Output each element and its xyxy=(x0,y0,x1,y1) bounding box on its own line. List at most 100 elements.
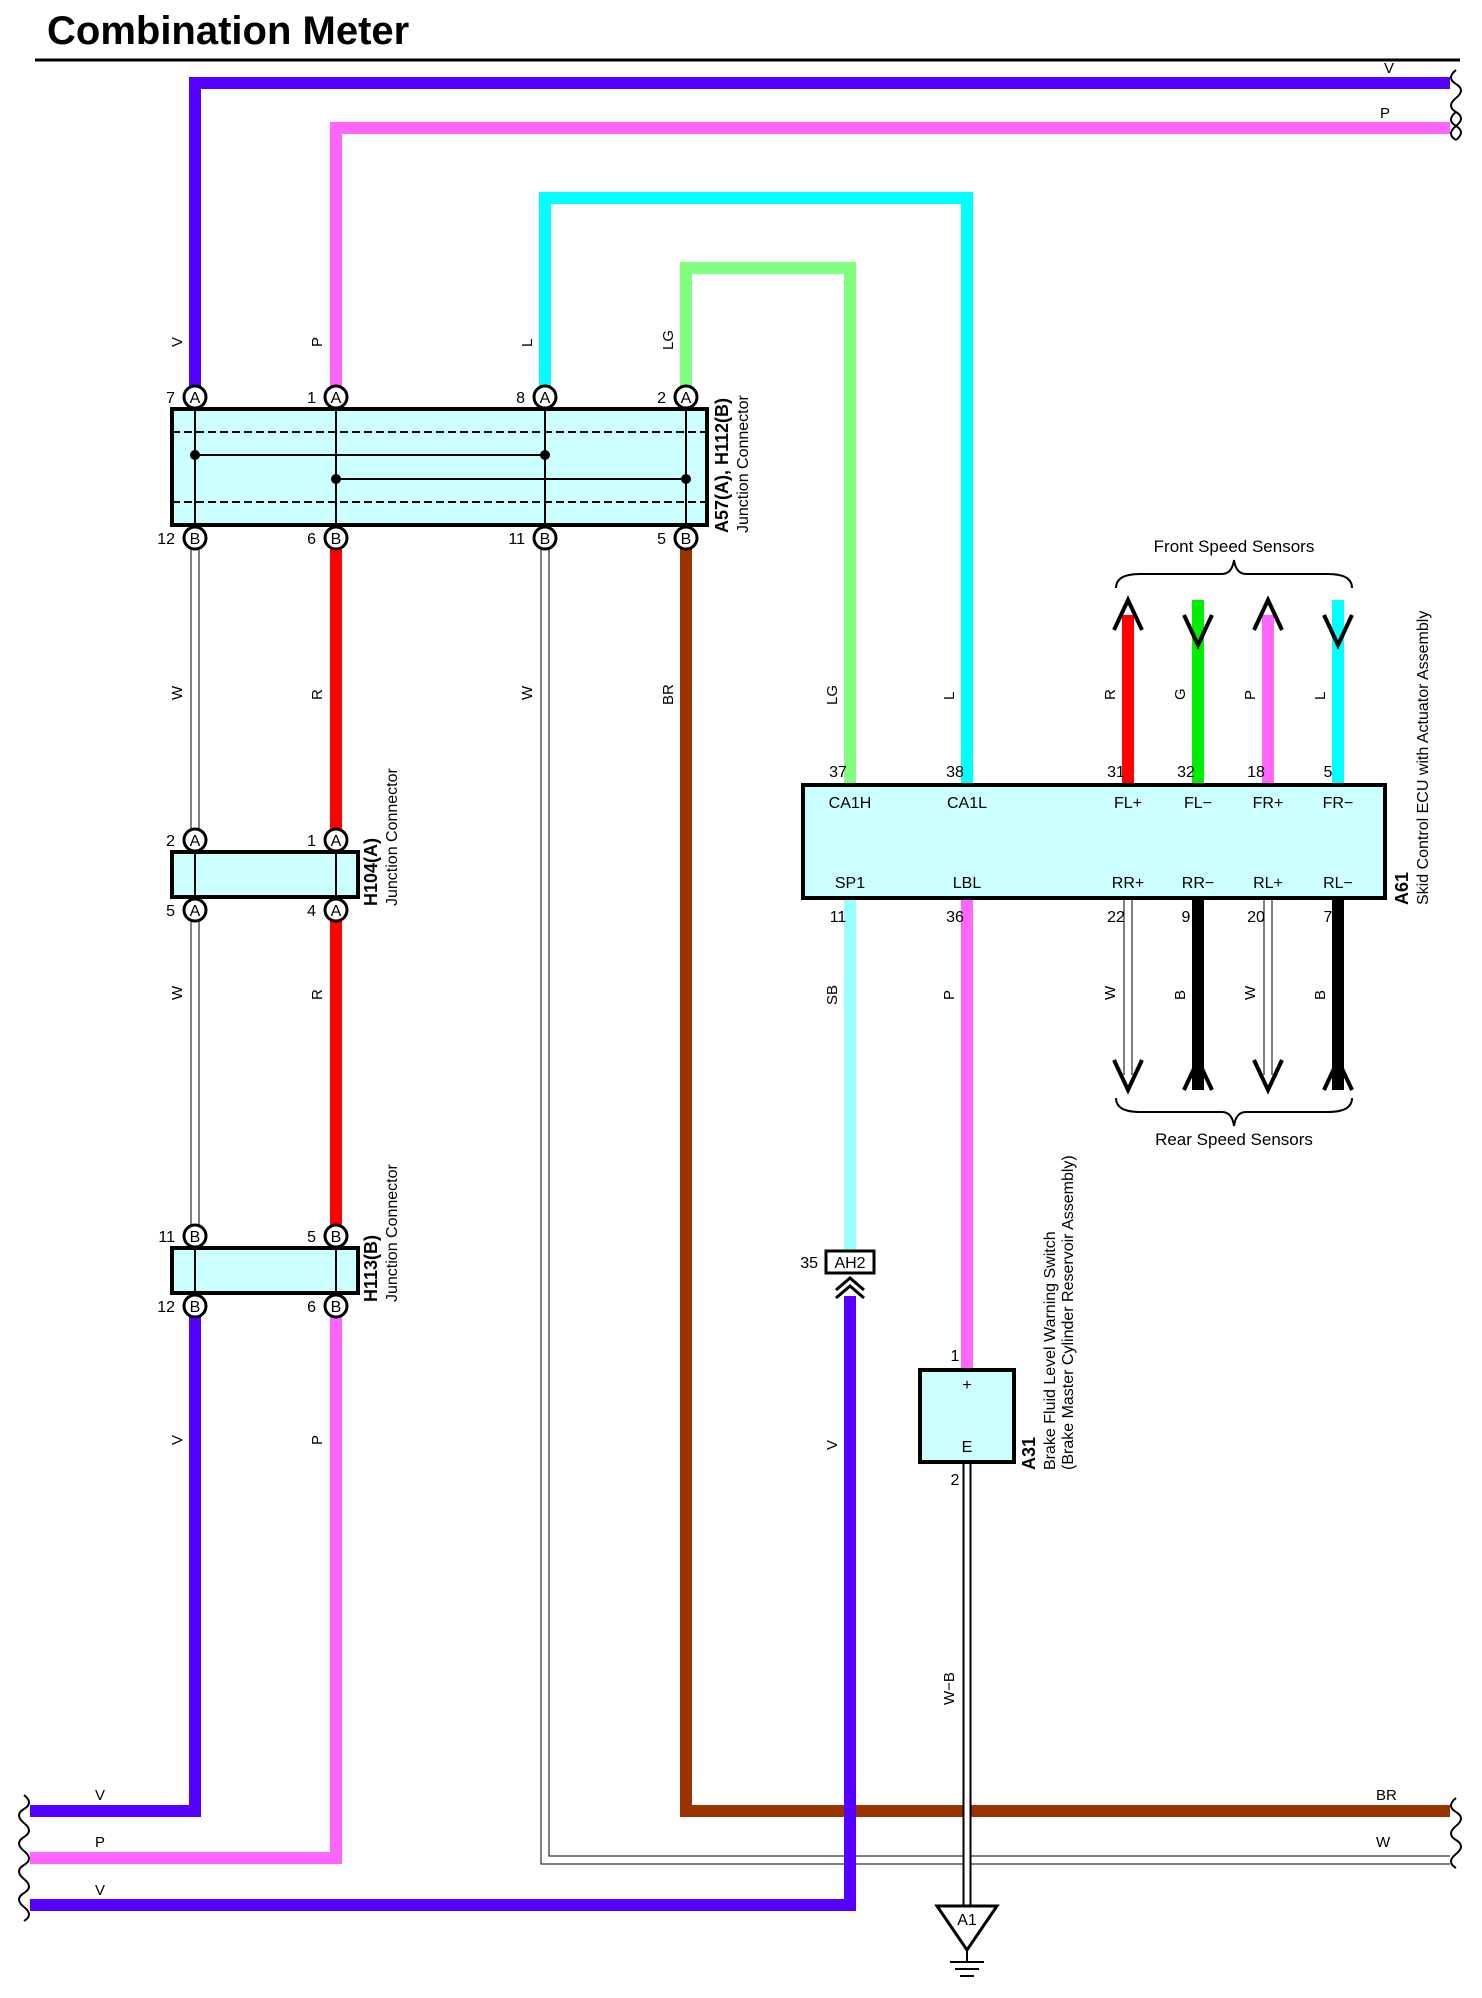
ah2-label: AH2 xyxy=(834,1255,865,1272)
svg-text:A: A xyxy=(331,903,342,920)
pin-number: 12 xyxy=(157,1299,175,1316)
pin-badge: B xyxy=(182,1223,208,1249)
switch-desc-2: (Brake Master Cylinder Reservoir Assembl… xyxy=(1060,1155,1077,1470)
svg-text:A: A xyxy=(190,390,201,407)
pin-badge: A xyxy=(182,897,208,923)
ground-triangle xyxy=(934,1904,1000,1953)
pin-number: 5 xyxy=(1324,764,1333,781)
pin-badge: A xyxy=(323,384,349,410)
pin-number: 5 xyxy=(307,1229,316,1246)
pin-number: 4 xyxy=(307,903,316,920)
svg-text:B: B xyxy=(540,531,551,548)
wire-label-low-p: P xyxy=(309,1435,326,1445)
pin-number: 32 xyxy=(1177,764,1195,781)
svg-text:A: A xyxy=(540,390,551,407)
chevron-up-icon xyxy=(835,1276,865,1300)
wire-top-p xyxy=(330,122,1450,400)
svg-text:B: B xyxy=(190,1299,201,1316)
brake-fluid-switch-a31: + E 1 2 A31 Brake Fluid Level Warning Sw… xyxy=(918,1155,1077,1705)
pin-badge: B xyxy=(182,525,208,551)
pin-number: 12 xyxy=(157,531,175,548)
svg-text:B: B xyxy=(331,531,342,548)
svg-text:B: B xyxy=(331,1229,342,1246)
connector-h104: A A A A 2 1 5 4 H104(A) Junction Connect… xyxy=(166,767,401,923)
pin-number: 5 xyxy=(166,903,175,920)
connector-h113-id: H113(B) xyxy=(361,1235,381,1302)
switch-id: A31 xyxy=(1019,1437,1039,1470)
svg-text:W: W xyxy=(1242,985,1259,1000)
front-sensors-label: Front Speed Sensors xyxy=(1154,537,1315,556)
wire-v-ah2 xyxy=(30,1296,856,1911)
pin-number: 8 xyxy=(516,390,525,407)
terminal-name: FL+ xyxy=(1114,795,1142,812)
connector-h104-desc: Junction Connector xyxy=(384,767,401,906)
wire-label-a2: LG xyxy=(660,330,677,350)
ecu-a61: 37 38 31 32 18 5 CA1H CA1L FL+ FL− FR+ F… xyxy=(801,611,1432,926)
terminal-name: RR+ xyxy=(1112,875,1144,892)
pin-number: 31 xyxy=(1107,764,1125,781)
pin-number: 11 xyxy=(158,1229,175,1246)
connector-a57-body xyxy=(170,407,709,527)
wire-l-loop xyxy=(539,192,973,785)
front-sensors-brace xyxy=(1115,559,1353,589)
pin-number: 22 xyxy=(1107,909,1125,926)
terminal-name: FL− xyxy=(1184,795,1212,812)
svg-text:B: B xyxy=(1312,990,1329,1000)
pin-badge: B xyxy=(182,1293,208,1319)
svg-text:A: A xyxy=(190,833,201,850)
svg-text:L: L xyxy=(941,692,958,700)
svg-text:P: P xyxy=(1242,690,1259,700)
pin-badge: B xyxy=(323,525,349,551)
pin-badge: A xyxy=(323,827,349,853)
wire-label-r2: R xyxy=(309,989,326,1000)
svg-text:L: L xyxy=(1312,692,1329,700)
pin-number: 7 xyxy=(1324,909,1333,926)
pin-badge: B xyxy=(673,525,699,551)
arrow-up-icon xyxy=(1112,595,1144,631)
wire-label-w1: W xyxy=(169,685,186,700)
terminal-name: SP1 xyxy=(835,875,865,892)
svg-text:SB: SB xyxy=(824,985,841,1005)
wire-label-bottom-p: P xyxy=(95,1834,105,1851)
arrow-down-icon xyxy=(1322,614,1354,650)
svg-text:G: G xyxy=(1172,688,1189,700)
svg-text:B: B xyxy=(190,531,201,548)
connector-h113-desc: Junction Connector xyxy=(384,1163,401,1302)
arrow-down-icon xyxy=(1182,614,1214,650)
pin-number: 11 xyxy=(830,909,847,926)
wire-label-w3: W xyxy=(169,985,186,1000)
arrow-up-icon xyxy=(1322,1055,1354,1091)
wire-top-v xyxy=(189,77,1450,400)
connector-h113: B B B B 11 5 12 6 H113(B) Junction Conne… xyxy=(157,1163,401,1319)
pin-badge: A xyxy=(182,384,208,410)
connector-a57-id: A57(A), H112(B) xyxy=(712,398,732,533)
wire-p-low xyxy=(30,1308,342,1864)
switch-body xyxy=(918,1368,1016,1464)
pin-number: 1 xyxy=(307,390,316,407)
connector-h104-body xyxy=(170,850,360,899)
wire-label-ah2-v: V xyxy=(824,1440,841,1450)
wire-break-symbols xyxy=(18,69,1462,1922)
ecu-desc: Skid Control ECU with Actuator Assembly xyxy=(1415,611,1432,905)
terminal-name: RR− xyxy=(1182,875,1214,892)
svg-text:LG: LG xyxy=(824,685,841,705)
pin-number: 6 xyxy=(307,531,316,548)
svg-text:A: A xyxy=(190,903,201,920)
wire-label-a8: L xyxy=(519,339,536,347)
svg-text:B: B xyxy=(331,1299,342,1316)
pin-number: 38 xyxy=(946,764,964,781)
switch-desc-1: Brake Fluid Level Warning Switch xyxy=(1042,1231,1059,1470)
svg-text:R: R xyxy=(1102,689,1119,700)
wire-label-a7: V xyxy=(169,337,186,347)
wire-label-bottom-v1: V xyxy=(95,1787,105,1804)
ground-label: A1 xyxy=(957,1912,977,1929)
terminal-name: RL− xyxy=(1323,875,1353,892)
svg-text:W: W xyxy=(1102,985,1119,1000)
pin-badge: B xyxy=(532,525,558,551)
connector-a57-h112: A A A A B B B B 7 1 8 2 12 6 11 5 A57(A)… xyxy=(157,384,752,551)
wire-label-bottom-v2: V xyxy=(95,1882,105,1899)
ecu-body xyxy=(801,783,1387,900)
wire-label-a1: P xyxy=(309,337,326,347)
svg-text:A: A xyxy=(681,390,692,407)
